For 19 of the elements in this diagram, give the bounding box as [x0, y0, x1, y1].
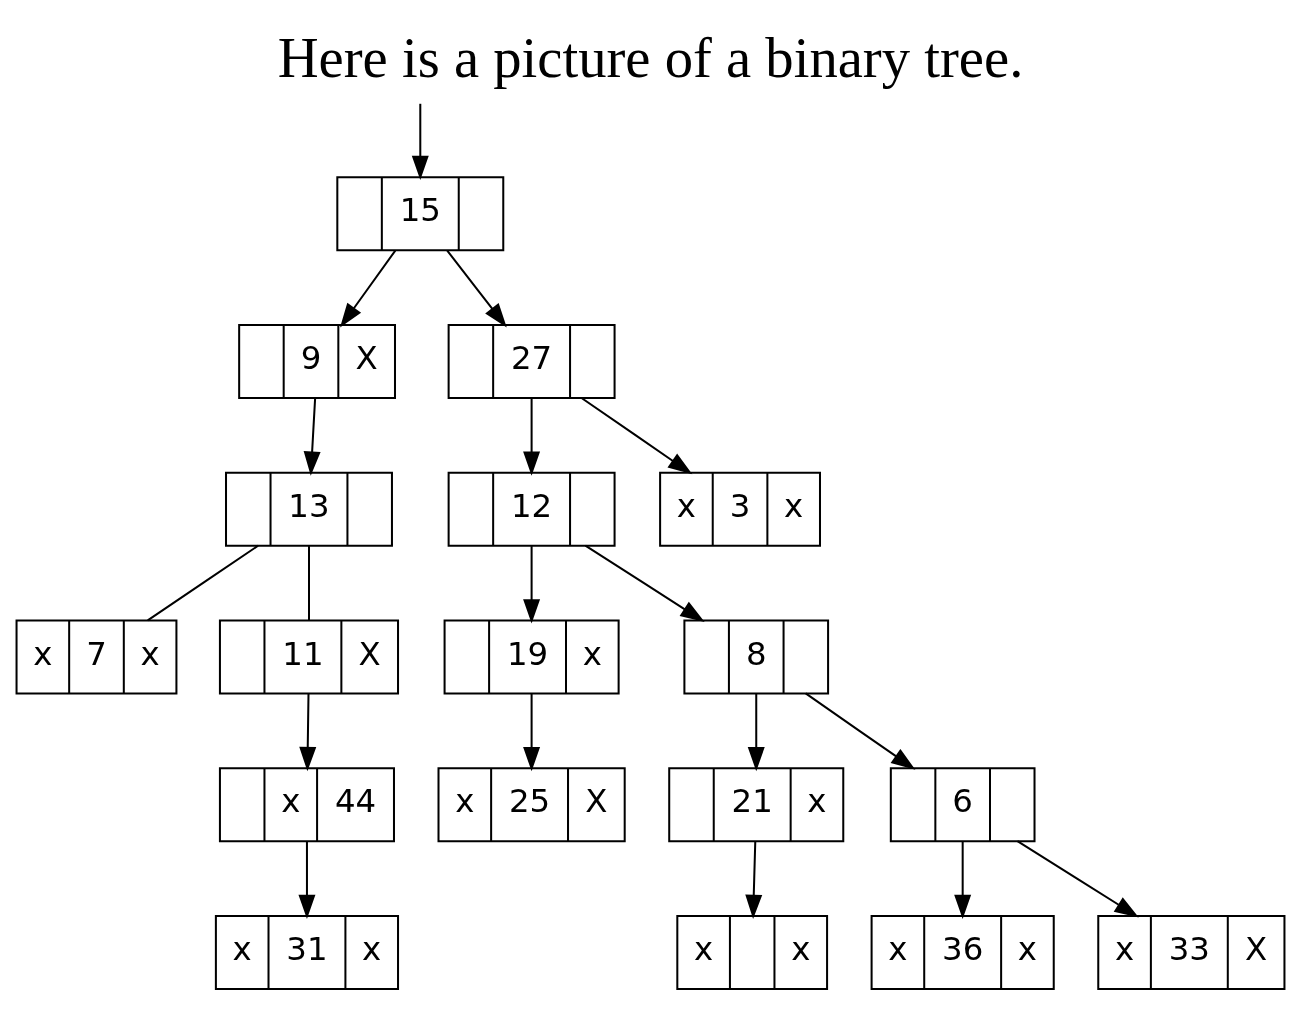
arrow — [523, 546, 541, 624]
arrow — [446, 249, 507, 328]
arrow — [303, 398, 321, 476]
arrow — [299, 693, 317, 772]
arrow — [523, 693, 541, 772]
arrow — [1016, 840, 1139, 918]
arrow — [747, 693, 765, 772]
arrow — [340, 250, 397, 328]
arrow — [580, 397, 693, 475]
connector — [307, 546, 310, 621]
arrow — [584, 544, 705, 622]
diagram-title: Here is a picture of a binary tree. — [277, 26, 1024, 89]
arrow — [411, 103, 429, 180]
arrow — [745, 841, 763, 920]
arrow — [954, 841, 972, 920]
arrow — [805, 692, 916, 770]
arrow — [298, 841, 316, 920]
connector — [147, 544, 259, 622]
arrow — [523, 398, 541, 476]
